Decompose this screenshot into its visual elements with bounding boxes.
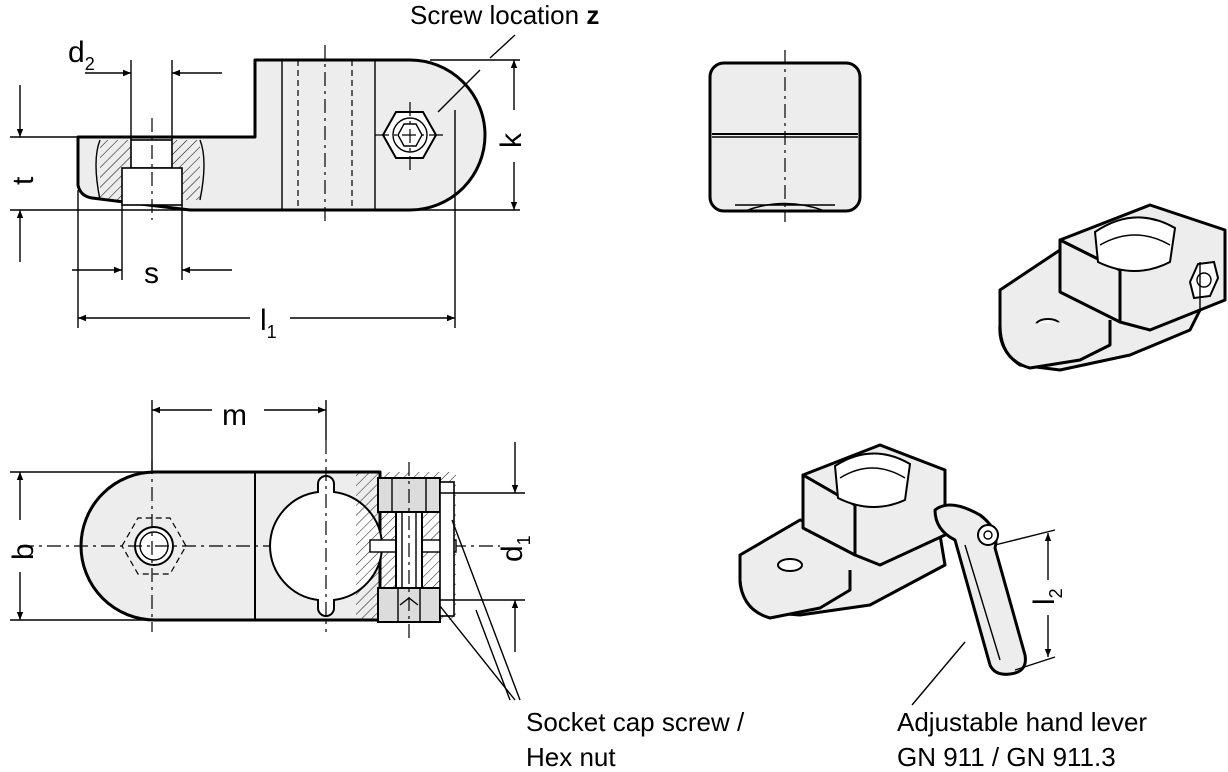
- isometric-view-with-lever: [738, 443, 1056, 706]
- label-d2: d2: [68, 36, 95, 74]
- label-hand-lever-model: GN 911 / GN 911.3: [897, 742, 1116, 772]
- side-view: [10, 34, 520, 328]
- label-d1: d1: [496, 535, 534, 562]
- label-socket-cap-screw: Socket cap screw /: [526, 707, 745, 737]
- label-screw-location: Screw location z: [410, 0, 599, 30]
- label-t: t: [7, 176, 40, 185]
- clamp-bore: [268, 475, 384, 617]
- label-l2: l2: [1028, 588, 1066, 605]
- label-l1: l1: [260, 304, 277, 342]
- isometric-view-clamp: [998, 203, 1227, 372]
- end-view: [708, 50, 862, 222]
- label-hand-lever: Adjustable hand lever: [897, 707, 1147, 737]
- label-b: b: [7, 543, 40, 560]
- top-view: [10, 400, 525, 701]
- hand-lever: [933, 503, 1027, 676]
- label-s: s: [144, 257, 159, 290]
- label-m: m: [222, 399, 247, 432]
- label-hex-nut: Hex nut: [526, 742, 616, 772]
- label-k: k: [495, 132, 528, 148]
